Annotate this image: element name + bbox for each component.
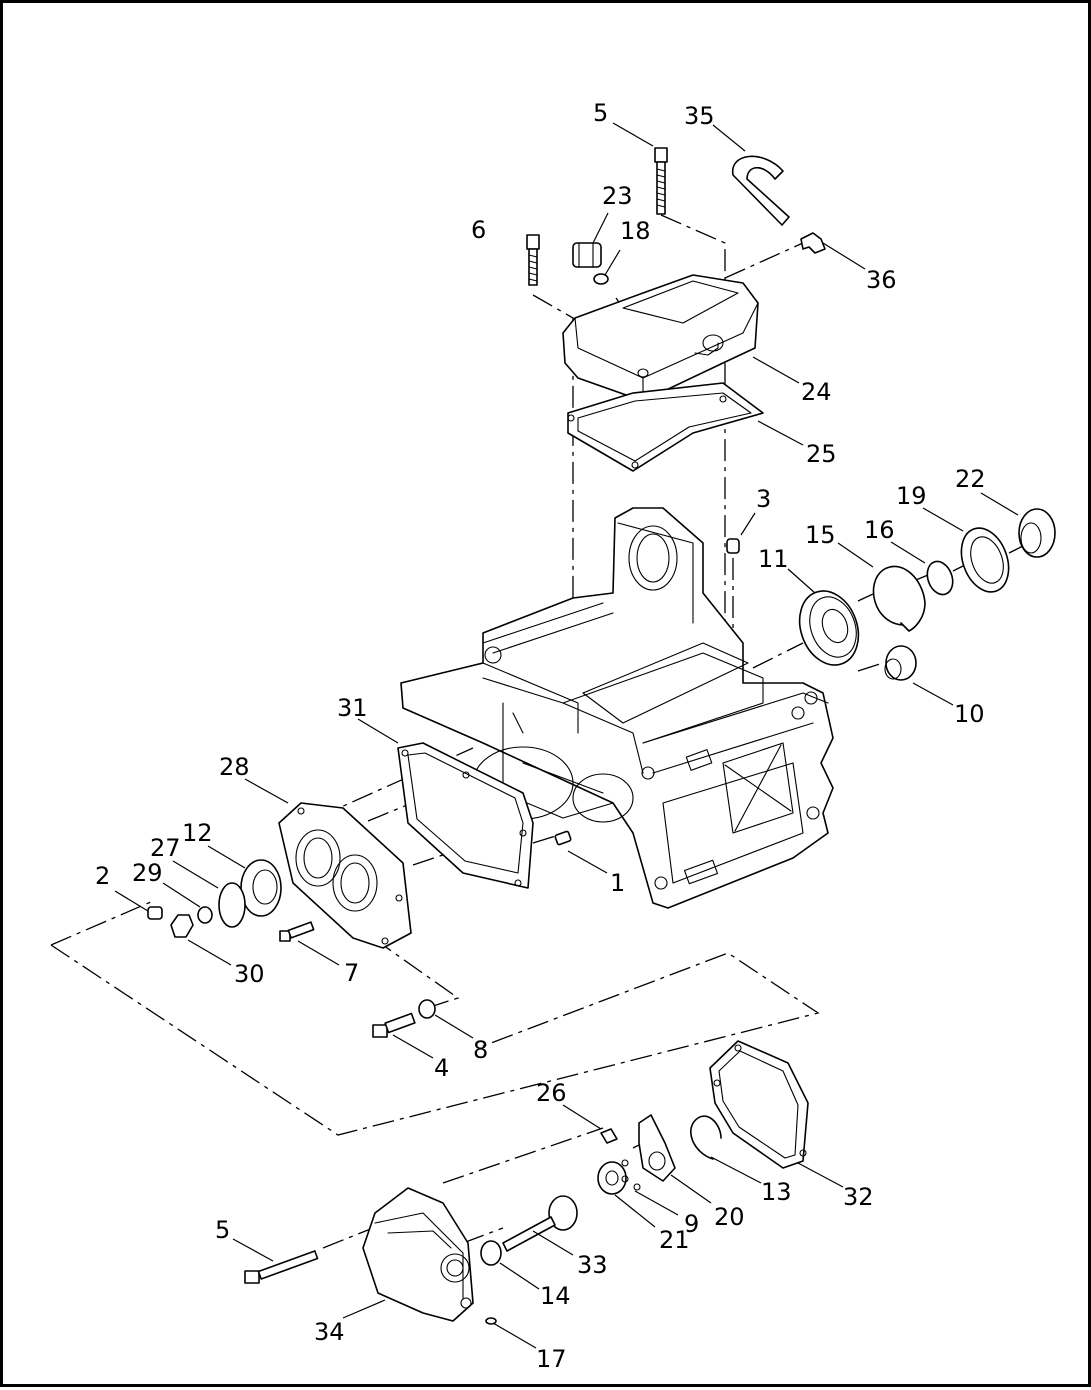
side-cover-gasket	[709, 1040, 809, 1169]
callout-9: 9	[684, 1210, 699, 1238]
callout-34: 34	[314, 1318, 345, 1346]
callout-2: 2	[95, 862, 110, 890]
large-o-ring	[218, 882, 246, 928]
callout-6: 6	[471, 216, 486, 244]
callout-12: 12	[182, 819, 213, 847]
transmission-top-cover	[562, 274, 759, 402]
ball-bearings	[621, 1159, 641, 1191]
side-gasket	[397, 742, 534, 889]
callout-labels: 5 35 23 6 18 36 24 25 3 22 19 16 15 11 1…	[95, 99, 986, 1373]
callout-33: 33	[577, 1251, 608, 1279]
callout-14: 14	[540, 1282, 571, 1310]
callout-25: 25	[806, 440, 837, 468]
small-o-ring	[926, 560, 954, 596]
callout-24: 24	[801, 378, 832, 406]
callout-13: 13	[761, 1178, 792, 1206]
dowel-pin	[726, 538, 740, 554]
stud-bolt	[279, 921, 315, 942]
bolt-washer	[418, 999, 436, 1019]
drain-plug	[147, 906, 163, 920]
callout-17: 17	[536, 1345, 567, 1373]
retaining-clip	[689, 1115, 722, 1160]
callout-1: 1	[610, 869, 625, 897]
callout-5-top: 5	[593, 99, 608, 127]
spacer-sleeve	[1018, 508, 1056, 558]
push-rod-o-ring	[480, 1240, 502, 1266]
callout-11: 11	[758, 545, 789, 573]
callout-22: 22	[955, 465, 986, 493]
cover-long-bolt	[244, 1250, 319, 1284]
bearing-housing	[278, 802, 412, 949]
main-drive-bearing	[798, 590, 860, 666]
callout-4: 4	[434, 1054, 449, 1082]
callout-7: 7	[344, 959, 359, 987]
main-drive-seal	[960, 527, 1010, 593]
callout-16: 16	[864, 516, 895, 544]
callout-8: 8	[473, 1036, 488, 1064]
callout-35: 35	[684, 102, 715, 130]
callout-32: 32	[843, 1183, 874, 1211]
adjuster-screw	[600, 1128, 618, 1144]
needle-bearing	[884, 645, 917, 681]
vent-elbow-fitting	[800, 232, 826, 254]
cover-o-ring-small	[485, 1317, 497, 1325]
callout-21: 21	[659, 1226, 690, 1254]
callout-27: 27	[150, 834, 181, 862]
neutral-switch	[572, 242, 602, 268]
callout-19: 19	[896, 482, 927, 510]
clutch-release-cover	[362, 1187, 474, 1322]
callout-31: 31	[337, 694, 368, 722]
callout-10: 10	[954, 700, 985, 728]
washer	[197, 906, 213, 924]
exploded-parts-diagram: 5 35 23 6 18 36 24 25 3 22 19 16 15 11 1…	[50, 99, 1056, 1373]
callout-30: 30	[234, 960, 265, 988]
side-bearing	[240, 859, 282, 917]
callout-36: 36	[866, 266, 897, 294]
callout-18: 18	[620, 217, 651, 245]
callout-26: 26	[536, 1079, 567, 1107]
top-cover-gasket	[567, 382, 764, 472]
vent-hose	[732, 155, 790, 226]
callout-29: 29	[132, 859, 163, 887]
callout-20: 20	[714, 1203, 745, 1231]
case-plug	[554, 830, 572, 846]
main-drive-bearing-stack	[798, 508, 1056, 681]
callout-15: 15	[805, 521, 836, 549]
switch-o-ring	[593, 273, 609, 285]
callout-5-bottom: 5	[215, 1216, 230, 1244]
callout-28: 28	[219, 753, 250, 781]
release-ramp	[597, 1161, 627, 1195]
push-rod	[502, 1195, 578, 1252]
side-cover-bolt	[372, 1012, 416, 1038]
release-lever-ramp	[638, 1114, 676, 1182]
callout-3: 3	[756, 485, 771, 513]
cover-screw	[526, 234, 540, 286]
top-cover-bolt	[654, 147, 668, 215]
callout-23: 23	[602, 182, 633, 210]
hex-nut	[170, 914, 194, 938]
retaining-ring	[872, 565, 926, 632]
leader-lines	[114, 122, 1019, 1349]
top-cover-assembly	[526, 147, 826, 472]
